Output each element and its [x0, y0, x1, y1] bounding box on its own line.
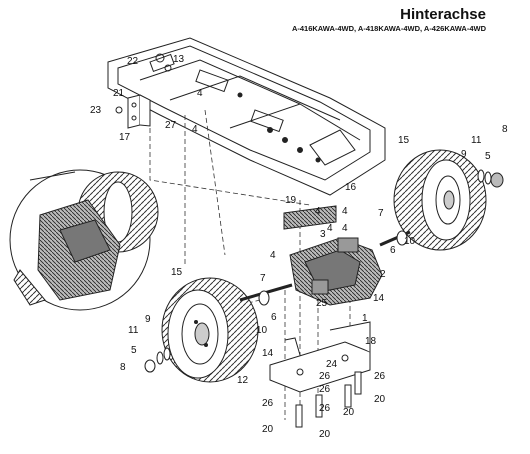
- callout-9: 9: [145, 314, 151, 325]
- callout-26: 26: [319, 371, 331, 382]
- callout-5: 5: [131, 345, 137, 356]
- callout-1: 1: [362, 313, 368, 324]
- callout-4: 4: [315, 206, 321, 217]
- page-title: Hinterachse: [400, 6, 486, 23]
- callout-20: 20: [343, 407, 355, 418]
- callout-25: 25: [316, 298, 328, 309]
- callout-26: 26: [374, 371, 386, 382]
- callout-16: 16: [345, 182, 357, 193]
- callout-6: 6: [390, 245, 396, 256]
- callout-4: 4: [192, 124, 198, 135]
- callout-12: 12: [237, 375, 249, 386]
- callout-23: 23: [90, 105, 102, 116]
- callout-8: 8: [502, 124, 508, 135]
- callout-3: 3: [320, 229, 326, 240]
- callout-4: 4: [327, 223, 333, 234]
- callout-15: 15: [398, 135, 410, 146]
- left-wheel: [161, 277, 259, 383]
- callout-14: 14: [262, 348, 274, 359]
- heat-shield: [283, 205, 337, 230]
- callout-5: 5: [485, 151, 491, 162]
- callout-4: 4: [342, 223, 348, 234]
- callout-20: 20: [262, 424, 274, 435]
- mounting-bracket: [115, 94, 151, 129]
- callout-14: 14: [373, 293, 385, 304]
- callout-26: 26: [319, 403, 331, 414]
- bolts: [295, 371, 362, 428]
- callout-24: 24: [326, 359, 338, 370]
- detail-inset: [9, 169, 159, 311]
- callout-labels: 22 13 4 21 23 27 4 17 15 11 8 9 5 19 16 …: [90, 54, 508, 440]
- callout-10: 10: [256, 325, 268, 336]
- callout-4: 4: [197, 88, 203, 99]
- callout-27: 27: [165, 120, 177, 131]
- callout-19: 19: [285, 195, 297, 206]
- callout-20: 20: [374, 394, 386, 405]
- callout-26: 26: [262, 398, 274, 409]
- model-list: A-416KAWA-4WD, A-418KAWA-4WD, A-426KAWA-…: [291, 24, 486, 33]
- callout-4: 4: [270, 250, 276, 261]
- callout-11: 11: [128, 325, 139, 336]
- mounting-plate: [269, 321, 371, 393]
- callout-13: 13: [173, 54, 185, 65]
- callout-6: 6: [271, 312, 277, 323]
- callout-21: 21: [113, 88, 125, 99]
- callout-4: 4: [342, 206, 348, 217]
- callout-17: 17: [119, 132, 131, 143]
- hub-hardware: [144, 169, 504, 373]
- right-wheel: [393, 149, 487, 251]
- callout-2: 2: [380, 269, 386, 280]
- callout-20: 20: [319, 429, 331, 440]
- callout-7: 7: [260, 273, 266, 284]
- callout-7: 7: [378, 208, 384, 219]
- callout-18: 18: [365, 336, 377, 347]
- callout-8: 8: [120, 362, 126, 373]
- callout-26: 26: [319, 384, 331, 395]
- callout-15: 15: [171, 267, 183, 278]
- chassis-frame: [107, 37, 386, 196]
- callout-9: 9: [461, 149, 467, 160]
- callout-10: 10: [404, 236, 416, 247]
- callout-11: 11: [471, 135, 482, 146]
- callout-22: 22: [127, 56, 139, 67]
